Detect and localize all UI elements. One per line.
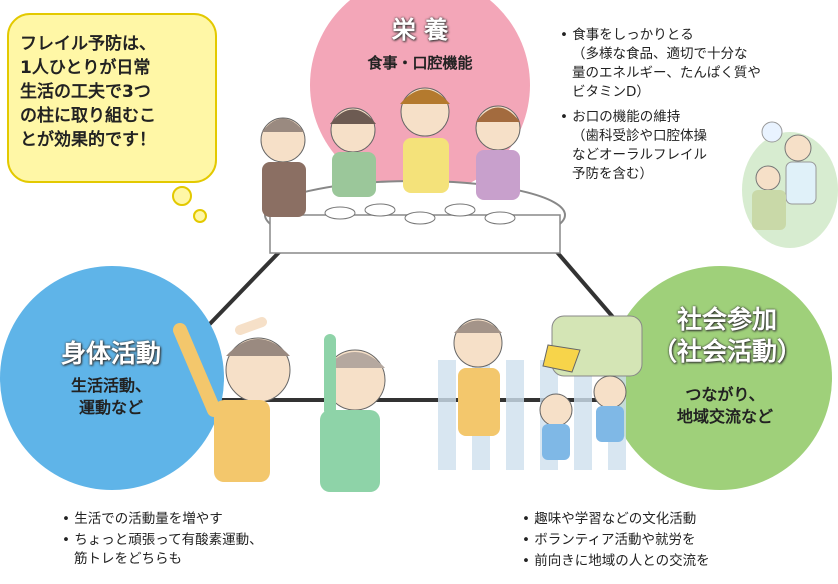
elderly-stretching-illustration (173, 317, 386, 492)
note-heading: 生活での活動量を増やす (62, 510, 362, 529)
note-heading: お口の機能の維持 (560, 108, 790, 127)
note-heading: ボランティア活動や就労を (522, 531, 822, 550)
crossing-guard-with-children-illustration (438, 315, 643, 470)
social-note-item: ボランティア活動や就労を (522, 531, 822, 550)
physical-note-item: 生活での活動量を増やす (62, 510, 362, 529)
social-participation-bubble (608, 266, 832, 490)
people-eating-at-table-illustration (260, 87, 566, 254)
physical-activity-title: 身体活動 (60, 339, 161, 368)
social-participation-subtitle: つながり、 地域交流など (676, 385, 773, 426)
social-participation-notes: 趣味や学習などの文化活動 ボランティア活動や就労を 前向きに地域の人との交流を (522, 510, 822, 573)
social-note-item: 前向きに地域の人との交流を (522, 552, 822, 571)
physical-activity-notes: 生活での活動量を増やす ちょっと頑張って有酸素運動、 筋トレをどちらも (62, 510, 362, 575)
nutrition-notes: 食事をしっかりとる （多様な食品、適切で十分な 量のエネルギー、たんぱく質や ビ… (560, 26, 790, 190)
note-heading: ちょっと頑張って有酸素運動、 (62, 531, 362, 550)
nutrition-note-item: お口の機能の維持 （歯科受診や口腔体操 などオーラルフレイル 予防を含む） (560, 108, 790, 184)
note-detail: （歯科受診や口腔体操 などオーラルフレイル 予防を含む） (572, 128, 707, 182)
callout-message: フレイル予防は、 1人ひとりが日常 生活の工夫で3つ の柱に取り組むこ とが効果… (20, 34, 156, 150)
social-note-item: 趣味や学習などの文化活動 (522, 510, 822, 529)
callout-bubble (7, 13, 217, 223)
nutrition-title: 栄 養 (391, 16, 449, 44)
nutrition-subtitle: 食事・口腔機能 (367, 54, 473, 72)
social-participation-title: 社会参加 （社会活動） (651, 305, 802, 366)
physical-activity-subtitle: 生活活動、 運動など (70, 376, 151, 417)
physical-note-item: ちょっと頑張って有酸素運動、 筋トレをどちらも (62, 531, 362, 569)
note-heading: 前向きに地域の人との交流を (522, 552, 822, 571)
note-heading: 趣味や学習などの文化活動 (522, 510, 822, 529)
note-heading: 食事をしっかりとる (560, 26, 790, 45)
note-detail: 筋トレをどちらも (74, 551, 182, 567)
physical-activity-bubble (0, 266, 224, 490)
note-detail: （多様な食品、適切で十分な 量のエネルギー、たんぱく質や ビタミンD） (572, 46, 761, 100)
dentist-visit-illustration (742, 121, 838, 248)
nutrition-note-item: 食事をしっかりとる （多様な食品、適切で十分な 量のエネルギー、たんぱく質や ビ… (560, 26, 790, 102)
